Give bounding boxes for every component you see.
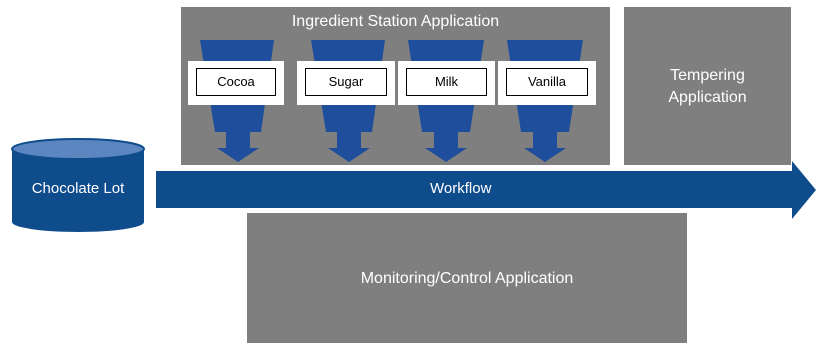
- workflow-arrow: [156, 161, 816, 219]
- ingredient-tag-vanilla: Vanilla: [498, 61, 596, 105]
- ingredient-label-cocoa: Cocoa: [196, 68, 276, 96]
- ingredient-tag-cocoa: Cocoa: [188, 61, 284, 105]
- ingredient-tag-sugar: Sugar: [297, 61, 395, 105]
- chocolate-lot-cylinder: [11, 138, 145, 232]
- ingredient-label-milk: Milk: [406, 68, 487, 96]
- tempering-application-title: Tempering Application: [668, 67, 747, 106]
- monitoring-control-title: Monitoring/Control Application: [360, 270, 574, 287]
- tempering-application-box: Tempering Application: [624, 7, 791, 165]
- chocolate-lot-label: Chocolate Lot: [31, 180, 125, 197]
- ingredient-station-title: Ingredient Station Application: [291, 13, 500, 30]
- workflow-label: Workflow: [430, 180, 492, 197]
- monitoring-control-box: Monitoring/Control Application: [247, 213, 687, 343]
- ingredient-label-sugar: Sugar: [305, 68, 387, 96]
- ingredient-tag-milk: Milk: [398, 61, 495, 105]
- ingredient-label-vanilla: Vanilla: [506, 68, 588, 96]
